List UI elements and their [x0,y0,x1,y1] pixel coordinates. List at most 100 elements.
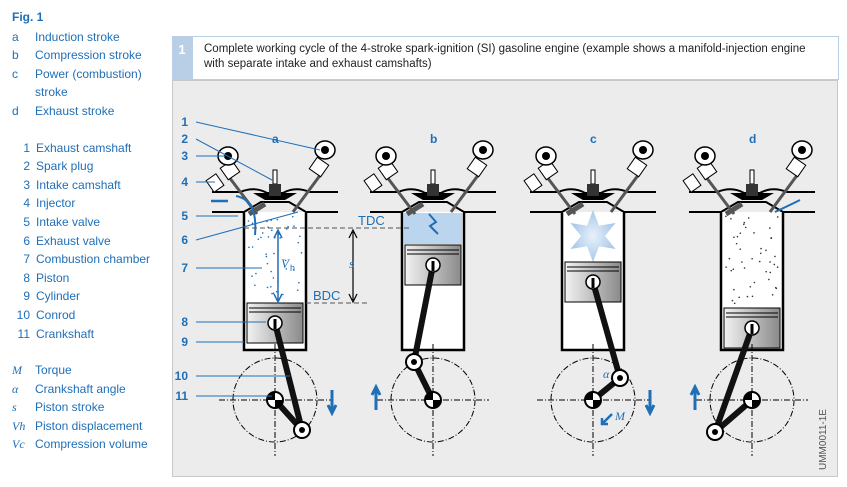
mixture-dot [769,261,771,263]
callout-10: 10 [175,369,189,383]
mixture-dot [279,237,281,239]
mixture-dot [741,261,743,263]
exhaust-tappet [467,157,486,176]
spark-plug-body [746,184,758,196]
mixture-dot [736,243,738,245]
mixture-dot [730,270,732,272]
mixture-dot [773,264,775,266]
mixture-dot [262,232,264,234]
camshaft-hub [798,146,806,154]
callout-11: 11 [175,389,188,403]
mixture-dot [760,248,762,250]
combustion-chamber-roof [212,202,338,212]
mixture-dot [769,272,771,274]
spark-plug [431,170,435,184]
combustion-chamber-roof [370,202,496,212]
intake-valve-stem [387,177,415,214]
mixture-dot [776,288,778,290]
spark-plug [273,170,277,184]
mixture-dot [765,271,767,273]
rotation-arrow-icon [691,387,699,410]
mixture-dot [298,282,300,284]
mixture-dot [725,266,727,268]
rotation-arrow-icon [372,387,380,410]
mixture-dot [248,247,250,249]
mixture-dot [287,226,289,228]
exhaust-tappet [627,157,646,176]
mixture-dot [733,236,735,238]
mixture-dot [751,258,753,260]
callout-5: 5 [181,209,188,223]
camshaft-hub [542,152,550,160]
spark-plug-body [587,184,599,196]
crank-pin-center [712,429,718,435]
mixture-dot [769,227,771,229]
mixture-dot [750,286,752,288]
mixture-dot [745,227,747,229]
stroke-label: s [349,256,354,271]
camshaft-hub [321,146,329,154]
mixture-dot [753,232,755,234]
callout-leader [196,122,320,150]
mixture-dot [271,230,273,232]
stroke-letter-d: d [749,132,756,146]
mixture-dot [297,242,299,244]
exhaust-tappet [786,157,805,176]
injector [364,174,382,192]
callout-3: 3 [181,149,188,163]
mixture-dot [255,273,257,275]
camshaft-hub [382,152,390,160]
mixture-dot [777,266,779,268]
rotation-arrow-icon [328,390,336,413]
mixture-dot [271,293,273,295]
callout-2: 2 [181,132,188,146]
mixture-dot [270,286,272,288]
stroke-letter-c: c [590,132,597,146]
callout-4: 4 [181,175,188,189]
mixture-dot [768,279,770,281]
stroke-letter-b: b [430,132,437,146]
mixture-dot [268,236,270,238]
mixture-dot [733,268,735,270]
mixture-dot [248,220,250,222]
mixture-dot [273,253,275,255]
spark-plug [750,170,754,184]
spark-plug-body [269,184,281,196]
spark-plug-body [427,184,439,196]
mixture-dot [292,216,294,218]
mixture-dot [252,246,254,248]
mixture-dot [273,277,275,279]
mixture-dot [267,263,269,265]
engine-b [364,141,496,456]
mixture-dot [760,252,762,254]
mixture-dot [273,292,275,294]
exhaust-tappet [309,157,328,176]
intake-valve-stem [547,177,575,214]
crank-pin-center [411,359,417,365]
mixture-dot [260,237,262,239]
mixture-dot [729,258,731,260]
rotation-arrow-icon [646,390,654,413]
mixture-dot [774,256,776,258]
mixture-dot [267,287,269,289]
mixture-dot [737,236,739,238]
mixture-dot [254,284,256,286]
mixture-dot [771,237,773,239]
combustion-chamber-roof [689,202,815,212]
mixture-dot [297,289,299,291]
intake-valve-stem [706,177,734,214]
mixture-dot [744,267,746,269]
mixture-dot [743,222,745,224]
callout-1: 1 [181,115,188,129]
camshaft-hub [479,146,487,154]
camshaft-hub [639,146,647,154]
callout-8: 8 [181,315,188,329]
mixture-dot [732,300,734,302]
mixture-dot [270,271,272,273]
mixture-dot [277,219,279,221]
injector [524,174,542,192]
bdc-label: BDC [313,288,340,303]
spark-plug [591,170,595,184]
mixture-dot [759,261,761,263]
